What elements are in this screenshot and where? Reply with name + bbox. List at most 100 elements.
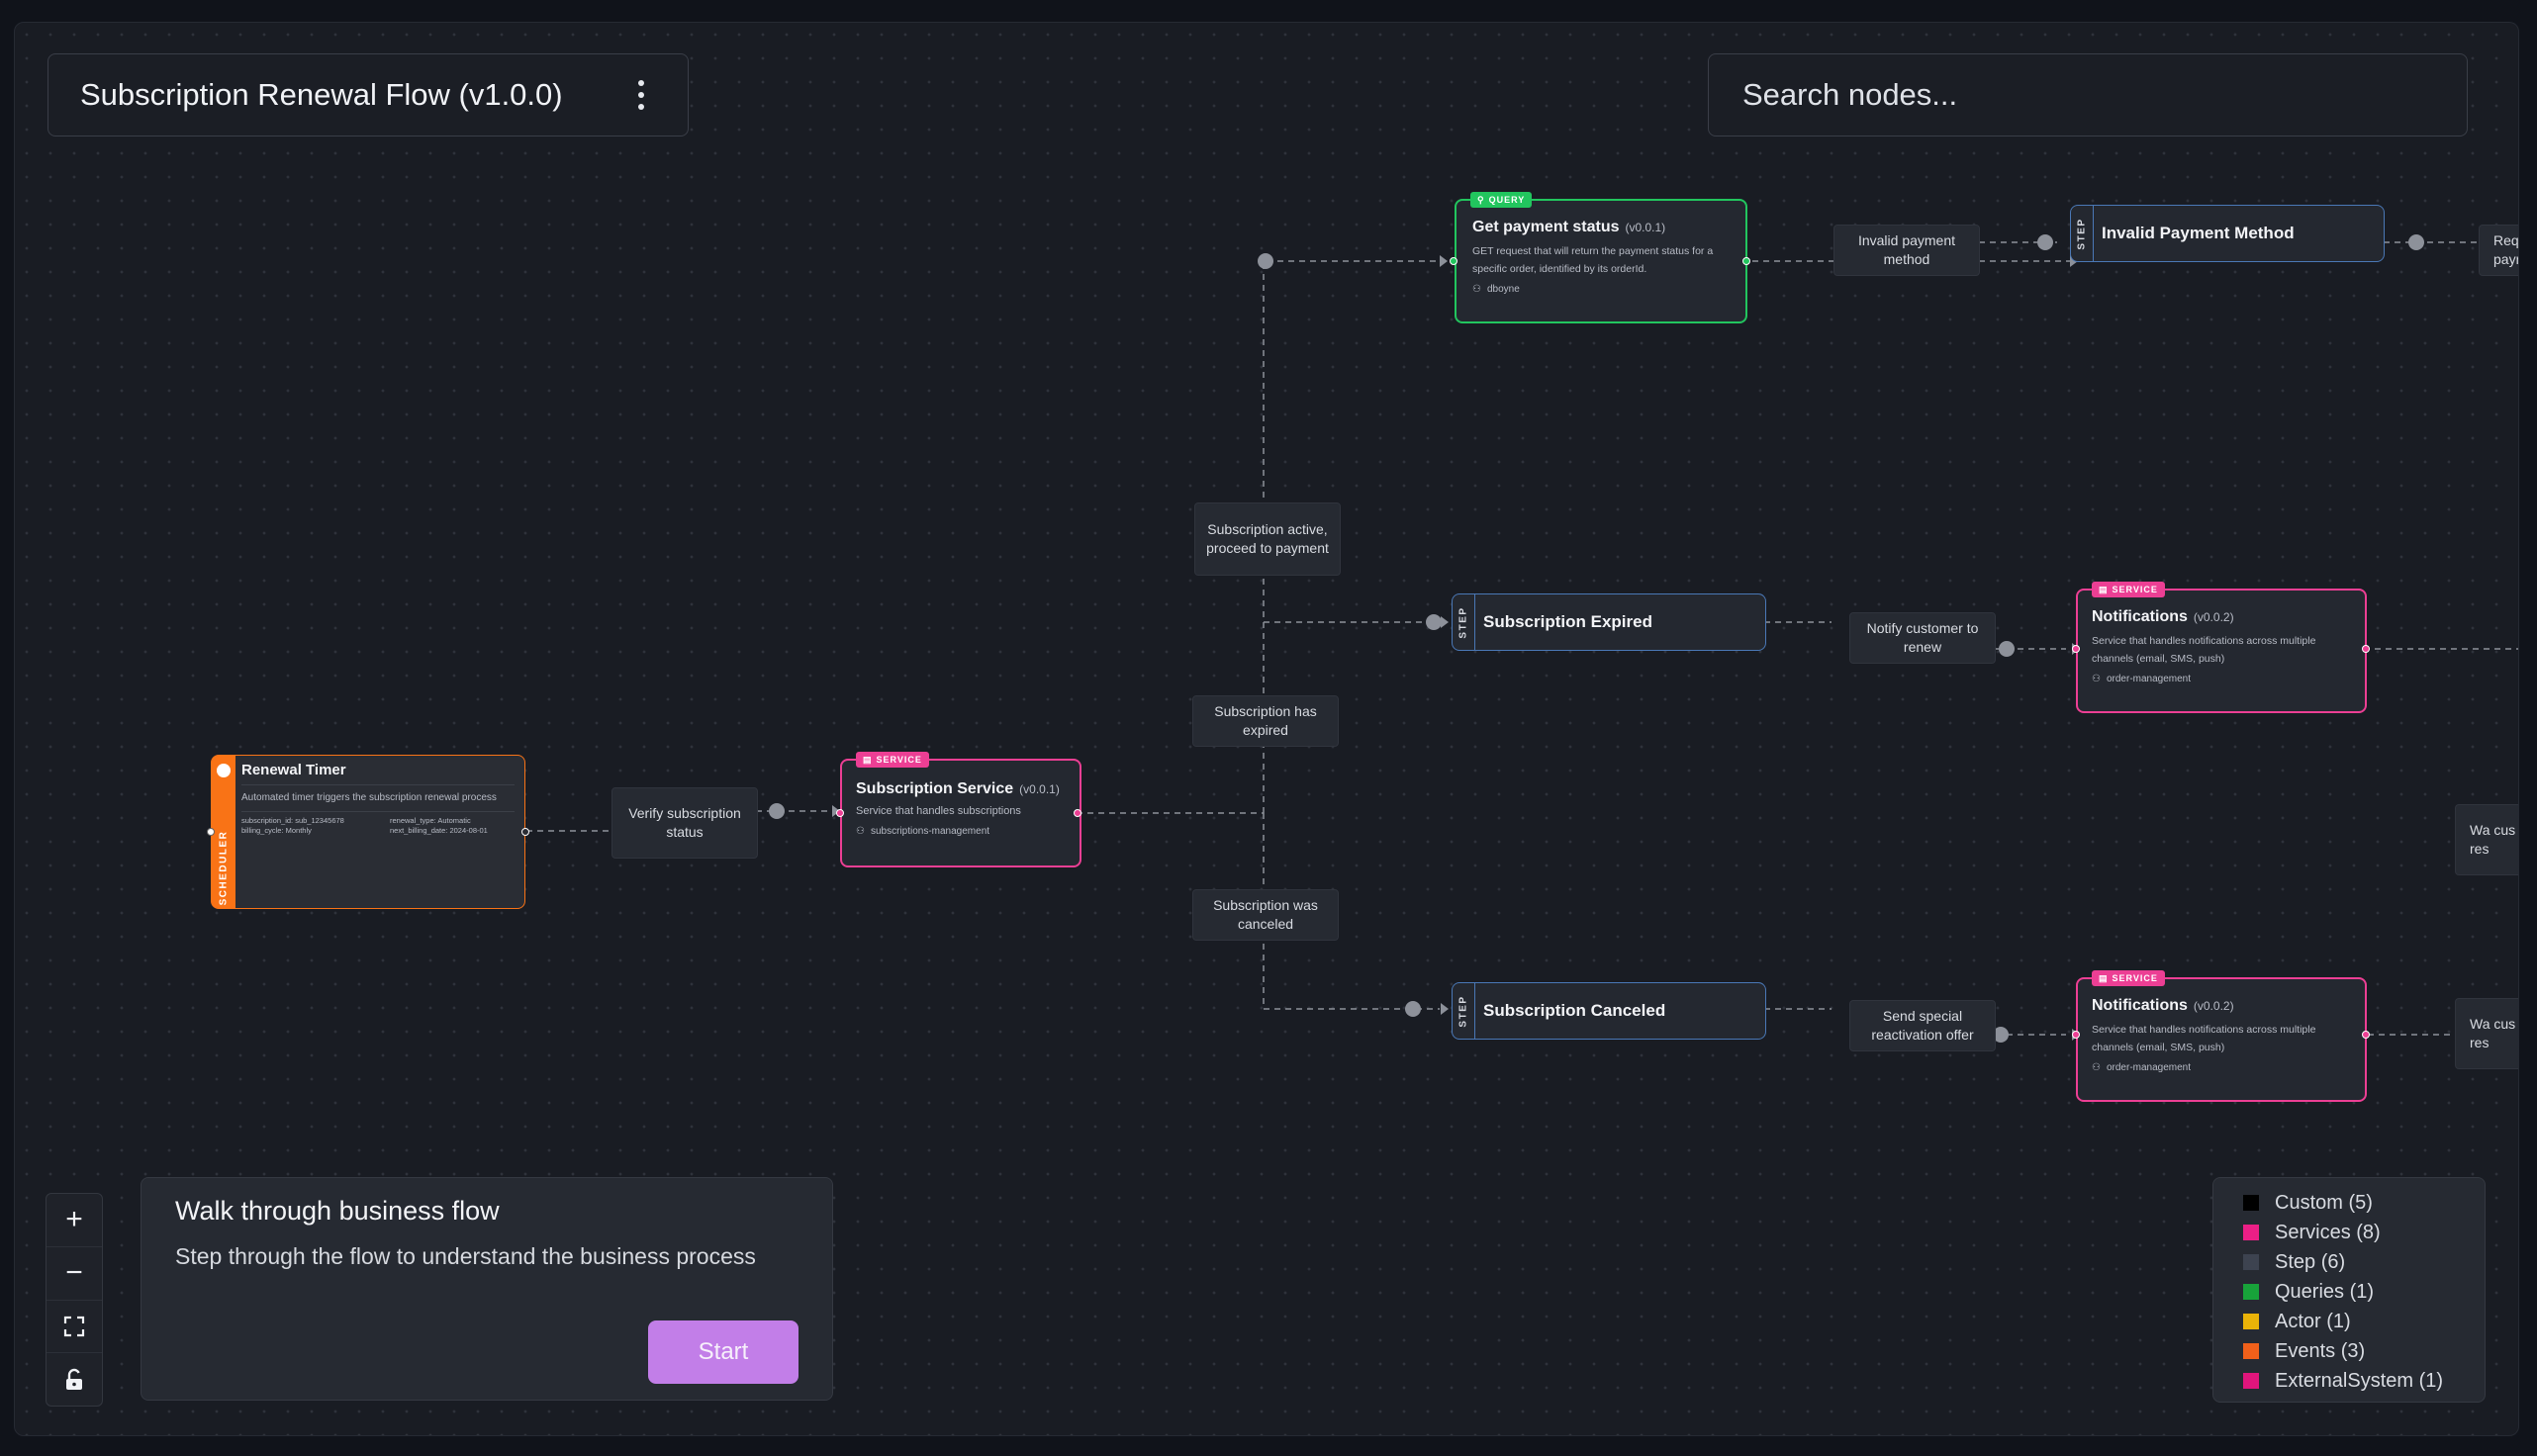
query-right-handle[interactable] xyxy=(1742,257,1750,265)
meta-billing-cycle: billing_cycle: Monthly xyxy=(241,826,312,835)
flow-canvas[interactable]: SCHEDULER Renewal Timer Automated timer … xyxy=(14,22,2519,1436)
legend-item-actor[interactable]: Actor (1) xyxy=(2243,1307,2455,1336)
node-owner: subscriptions-management xyxy=(870,826,990,837)
walkthrough-text: Step through the flow to understand the … xyxy=(175,1243,756,1269)
legend-item-queries[interactable]: Queries (1) xyxy=(2243,1277,2455,1307)
edge-to-canceled xyxy=(1263,813,1440,1010)
get-payment-status-node[interactable]: ⚲QUERY Get payment status (v0.0.1) GET re… xyxy=(1455,192,1747,323)
scheduler-strip: SCHEDULER xyxy=(212,756,235,908)
step-badge: STEP xyxy=(1453,594,1475,650)
edge-label-canceled: Subscription was canceled xyxy=(1192,889,1339,941)
service-left-handle[interactable] xyxy=(836,809,844,817)
user-icon: ⚇ xyxy=(1472,284,1481,295)
node-version: (v0.0.2) xyxy=(2193,610,2234,624)
invalid-payment-method-node[interactable]: STEP Invalid Payment Method xyxy=(2070,205,2385,262)
zoom-out-button[interactable]: − xyxy=(47,1247,102,1301)
legend-swatch xyxy=(2243,1373,2259,1389)
node-title: Subscription Canceled xyxy=(1483,1001,1666,1020)
node-title: Subscription Service xyxy=(856,780,1014,797)
flow-title-panel: Subscription Renewal Flow (v1.0.0) xyxy=(47,53,689,136)
node-owner: order-management xyxy=(2106,1062,2192,1073)
notif1-left-handle[interactable] xyxy=(2072,645,2080,653)
service-badge: ▤SERVICE xyxy=(2092,970,2165,986)
edge-label-invalid-payment: Invalid payment method xyxy=(1833,225,1980,276)
renewal-timer-node[interactable]: SCHEDULER Renewal Timer Automated timer … xyxy=(211,755,525,909)
legend-item-external-system[interactable]: ExternalSystem (1) xyxy=(2243,1366,2455,1396)
meta-subscription-id: subscription_id: sub_12345678 xyxy=(241,816,344,825)
clock-icon xyxy=(217,764,231,777)
scheduler-badge: SCHEDULER xyxy=(218,830,230,906)
edge-label-verify: Verify subscription status xyxy=(611,787,758,859)
node-description: Automated timer triggers the subscriptio… xyxy=(241,792,497,803)
meta-next-billing-date: next_billing_date: 2024-08-01 xyxy=(390,826,488,835)
edge-label-active: Subscription active, proceed to payment xyxy=(1194,502,1341,576)
step-badge: STEP xyxy=(1453,983,1475,1039)
service-right-handle[interactable] xyxy=(1074,809,1081,817)
node-title: Notifications xyxy=(2092,608,2188,625)
start-button[interactable]: Start xyxy=(648,1320,799,1384)
edge-label-wa-clipped-1: Wa cus res xyxy=(2455,804,2518,875)
legend-item-custom[interactable]: Custom (5) xyxy=(2243,1188,2455,1218)
node-version: (v0.0.2) xyxy=(2193,999,2234,1013)
timer-right-handle[interactable] xyxy=(521,828,529,836)
team-icon: ⚇ xyxy=(856,826,865,837)
search-panel xyxy=(1708,53,2468,136)
edge-label-reactivation: Send special reactivation offer xyxy=(1849,1000,1996,1051)
legend-swatch xyxy=(2243,1254,2259,1270)
legend-item-step[interactable]: Step (6) xyxy=(2243,1247,2455,1277)
walkthrough-panel: Walk through business flow Step through … xyxy=(141,1177,833,1401)
legend-item-events[interactable]: Events (3) xyxy=(2243,1336,2455,1366)
node-title: Get payment status xyxy=(1472,219,1620,235)
flow-title: Subscription Renewal Flow (v1.0.0) xyxy=(80,77,563,112)
legend-swatch xyxy=(2243,1225,2259,1240)
subscription-service-node[interactable]: ▤SERVICE Subscription Service (v0.0.1) Se… xyxy=(840,752,1081,867)
canvas-controls: + − xyxy=(46,1193,103,1407)
notifications-node-1[interactable]: ▤SERVICE Notifications (v0.0.2) Service t… xyxy=(2076,582,2367,713)
legend-swatch xyxy=(2243,1195,2259,1211)
notif2-left-handle[interactable] xyxy=(2072,1031,2080,1039)
subscription-canceled-node[interactable]: STEP Subscription Canceled xyxy=(1452,982,1766,1040)
node-title: Renewal Timer xyxy=(241,762,346,778)
legend-swatch xyxy=(2243,1284,2259,1300)
notif2-right-handle[interactable] xyxy=(2362,1031,2370,1039)
node-version: (v0.0.1) xyxy=(1019,782,1060,796)
zoom-in-button[interactable]: + xyxy=(47,1194,102,1247)
node-title: Invalid Payment Method xyxy=(2102,224,2295,242)
node-version: (v0.0.1) xyxy=(1625,221,1666,234)
timer-left-handle[interactable] xyxy=(207,828,215,836)
notif1-right-handle[interactable] xyxy=(2362,645,2370,653)
legend-item-services[interactable]: Services (8) xyxy=(2243,1218,2455,1247)
search-input[interactable] xyxy=(1740,76,2435,114)
query-left-handle[interactable] xyxy=(1450,257,1457,265)
node-description: Service that handles notifications acros… xyxy=(2092,1024,2316,1053)
notifications-node-2[interactable]: ▤SERVICE Notifications(v0.0.2) Service t… xyxy=(2076,970,2367,1102)
edge-label-notify-renew: Notify customer to renew xyxy=(1849,612,1996,664)
fit-view-button[interactable] xyxy=(47,1301,102,1354)
node-description: Service that handles notifications acros… xyxy=(2092,635,2316,665)
node-title: Subscription Expired xyxy=(1483,612,1652,631)
query-badge: ⚲QUERY xyxy=(1470,192,1533,208)
server-icon: ▤ xyxy=(2099,584,2109,594)
edge-label-requ-clipped: Requ paym xyxy=(2479,225,2518,276)
fullscreen-icon xyxy=(63,1316,85,1336)
team-icon: ⚇ xyxy=(2092,1062,2101,1073)
legend-panel: Custom (5) Services (8) Step (6) Queries… xyxy=(2212,1177,2486,1403)
lock-button[interactable] xyxy=(47,1353,102,1406)
service-badge: ▤SERVICE xyxy=(2092,582,2165,597)
node-owner: order-management xyxy=(2106,674,2192,684)
meta-renewal-type: renewal_type: Automatic xyxy=(390,816,471,825)
walkthrough-title: Walk through business flow xyxy=(175,1196,500,1226)
unlock-icon xyxy=(66,1368,82,1390)
edge-label-wa-clipped-2: Wa cus res xyxy=(2455,998,2518,1069)
more-options-icon[interactable] xyxy=(626,75,656,115)
subscription-expired-node[interactable]: STEP Subscription Expired xyxy=(1452,593,1766,651)
service-badge: ▤SERVICE xyxy=(856,752,929,768)
server-icon: ▤ xyxy=(863,754,873,765)
legend-swatch xyxy=(2243,1314,2259,1329)
legend-swatch xyxy=(2243,1343,2259,1359)
search-icon: ⚲ xyxy=(1477,194,1485,205)
node-description: Service that handles subscriptions xyxy=(856,805,1021,817)
server-icon: ▤ xyxy=(2099,972,2109,983)
team-icon: ⚇ xyxy=(2092,674,2101,684)
node-description: GET request that will return the payment… xyxy=(1472,245,1714,275)
